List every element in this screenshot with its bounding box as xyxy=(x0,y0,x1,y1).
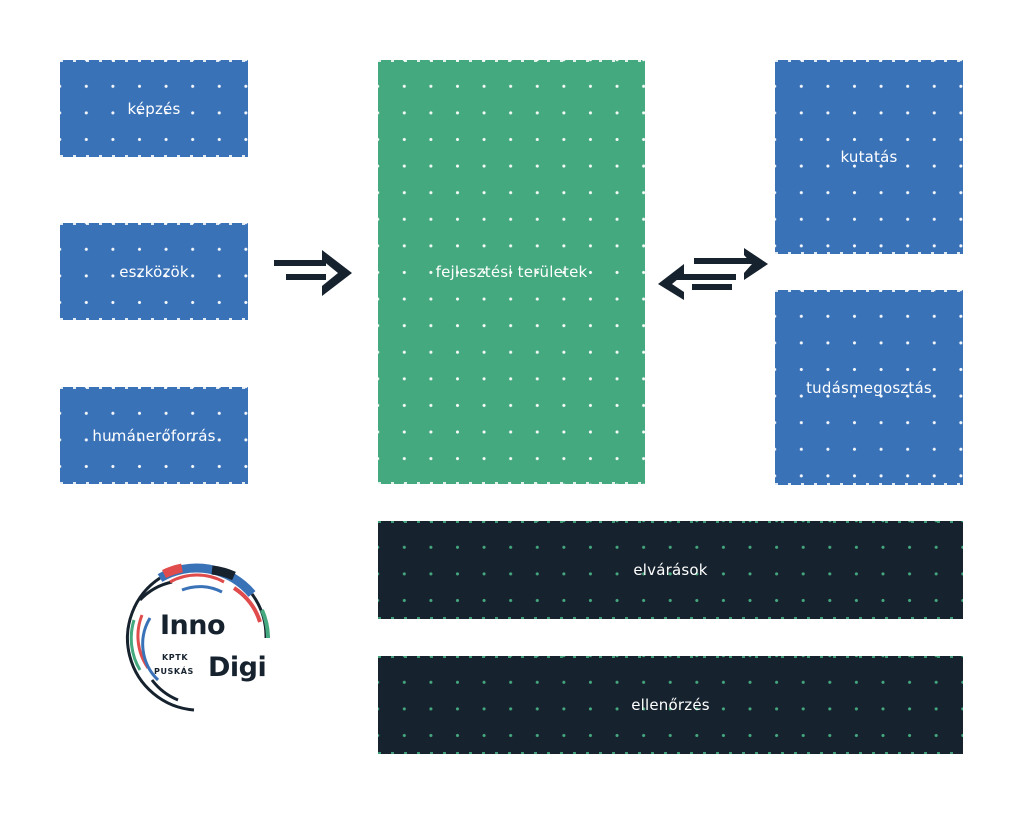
bar-ellenorzes-label: ellenőrzés xyxy=(631,696,710,714)
box-tudasmegosztas: tudásmegosztás xyxy=(775,290,963,485)
right-arrow-icon xyxy=(274,250,352,296)
box-tudasmegosztas-label: tudásmegosztás xyxy=(806,378,932,397)
box-eszkozok-label: eszközök xyxy=(119,262,189,281)
bar-ellenorzes: ellenőrzés xyxy=(378,656,963,754)
logo-kptk-text: KPTK xyxy=(162,653,189,662)
box-humaneroforras: humánerőforrás xyxy=(60,387,248,484)
box-fejlesztesi-teruletek: fejlesztési területek xyxy=(378,60,645,484)
innodigi-logo: Inno KPTK PUSKÁS Digi xyxy=(112,560,282,720)
logo-digi-text: Digi xyxy=(208,652,267,683)
box-kepzes: képzés xyxy=(60,60,248,157)
box-fejlesztesi-teruletek-label: fejlesztési területek xyxy=(435,263,588,281)
box-eszkozok: eszközök xyxy=(60,223,248,320)
box-kutatas-label: kutatás xyxy=(840,148,898,166)
box-kutatas: kutatás xyxy=(775,60,963,254)
bar-elvarasok: elvárások xyxy=(378,521,963,619)
bar-elvarasok-label: elvárások xyxy=(633,561,708,579)
box-kepzes-label: képzés xyxy=(127,99,181,118)
logo-arc-icon xyxy=(126,563,270,712)
logo-puskas-text: PUSKÁS xyxy=(154,667,194,676)
bidirectional-arrow-icon xyxy=(658,248,768,300)
logo-inno-text: Inno xyxy=(160,610,226,641)
box-humaneroforras-label: humánerőforrás xyxy=(92,426,216,445)
